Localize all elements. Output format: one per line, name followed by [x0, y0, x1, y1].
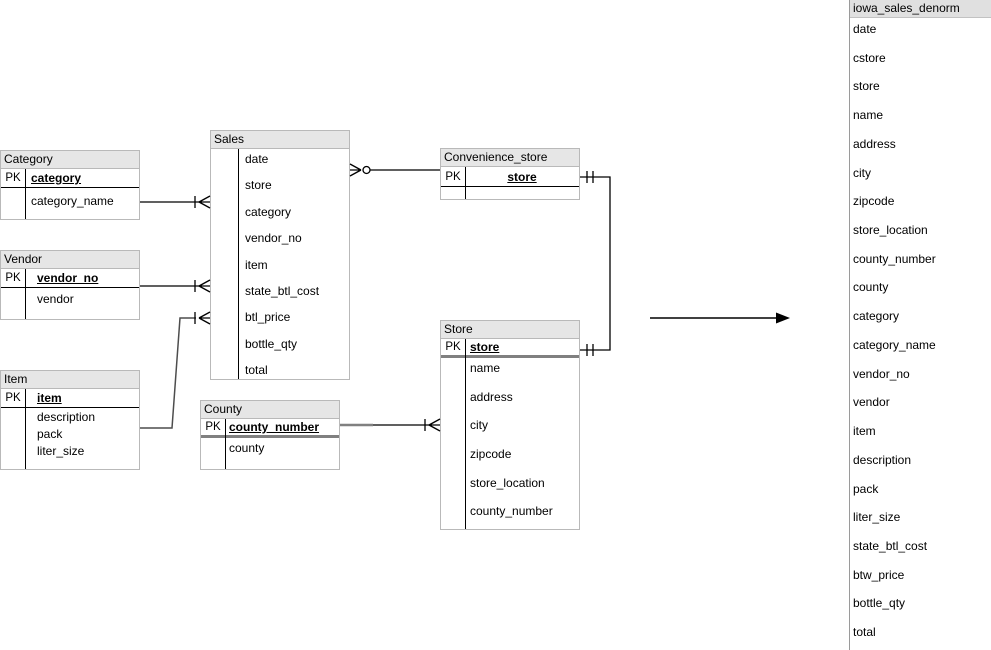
field-label: name	[853, 108, 884, 123]
table-store[interactable]: Store PK store name address city zipcode sto…	[440, 320, 580, 530]
table-title: Category	[1, 151, 139, 169]
pk-label: PK	[5, 172, 21, 184]
field-label: item	[245, 257, 268, 272]
field-label: county_number	[853, 251, 936, 266]
field-label: store	[853, 79, 880, 94]
pk-field: store	[470, 340, 500, 354]
field-label: city	[853, 165, 871, 180]
column-divider	[465, 167, 466, 199]
column-divider	[465, 339, 466, 529]
field-label: store_location	[470, 475, 545, 490]
field-list: date cstore store name address city zipcode sto…	[850, 18, 991, 650]
column-divider	[25, 389, 26, 469]
field-label: cstore	[853, 50, 886, 65]
table-title: County	[201, 401, 339, 419]
field-label: county	[229, 441, 265, 455]
pk-row: PK store	[441, 339, 579, 358]
field-label: bottle_qty	[245, 336, 298, 351]
field-label: city	[470, 418, 488, 433]
field-label: vendor	[853, 395, 890, 410]
table-convenience-store[interactable]: Convenience_store PK store	[440, 148, 580, 200]
pk-row: PK item	[1, 389, 139, 408]
field-label: liter_size	[853, 510, 901, 525]
field-label: address	[853, 136, 896, 151]
table-county[interactable]: County PK county_number county	[200, 400, 340, 470]
field-label: total	[853, 625, 876, 640]
pk-label: PK	[445, 170, 461, 183]
column-divider	[225, 419, 226, 469]
field-label: pack	[853, 481, 879, 496]
field-label: store	[245, 178, 272, 193]
pk-field: item	[37, 391, 62, 405]
table-vendor[interactable]: Vendor PK vendor_no vendor	[0, 250, 140, 320]
pk-label: PK	[445, 341, 461, 353]
field-list: category_name	[1, 188, 139, 212]
table-title: Convenience_store	[441, 149, 579, 167]
column-divider	[238, 149, 239, 379]
pk-field: category	[31, 171, 82, 185]
panel-iowa-sales-denorm[interactable]: iowa_sales_denorm date cstore store name add…	[849, 0, 991, 650]
field-label: vendor_no	[853, 366, 910, 381]
field-list: vendor	[1, 288, 139, 310]
field-label: store_location	[853, 223, 928, 238]
table-item[interactable]: Item PK item description pack liter_size	[0, 370, 140, 470]
column-divider	[25, 269, 26, 319]
pk-label: PK	[5, 392, 21, 404]
connector-county-store	[340, 418, 441, 432]
field-label: item	[853, 424, 876, 439]
field-label: date	[853, 22, 877, 36]
connector-vendor-sales	[140, 279, 211, 293]
field-label: state_btl_cost	[853, 538, 928, 553]
field-label: zipcode	[853, 194, 895, 209]
field-list: description pack liter_size	[1, 408, 139, 461]
table-category[interactable]: Category PK category category_name	[0, 150, 140, 220]
field-label: btl_price	[245, 310, 291, 325]
field-label: address	[470, 389, 513, 404]
field-label: vendor_no	[245, 231, 302, 246]
transform-arrow	[650, 312, 790, 324]
field-label: name	[470, 361, 501, 375]
pk-field: county_number	[229, 420, 320, 434]
panel-title: iowa_sales_denorm	[850, 0, 991, 18]
field-label: state_btl_cost	[245, 283, 320, 298]
pk-label: PK	[205, 421, 221, 433]
pk-row: PK store	[441, 167, 579, 187]
pk-row: PK vendor_no	[1, 269, 139, 288]
field-label: total	[245, 363, 268, 378]
field-label: bottle_qty	[853, 596, 906, 611]
field-label: zipcode	[470, 447, 512, 462]
field-label: county_number	[470, 504, 553, 519]
field-label: category_name	[31, 194, 114, 208]
column-divider	[25, 169, 26, 219]
field-label: btw_price	[853, 567, 905, 582]
field-label: category	[853, 309, 900, 324]
field-label: date	[245, 152, 269, 166]
field-label: description	[853, 452, 912, 467]
pk-label: PK	[5, 272, 21, 284]
pk-field: store	[507, 169, 537, 184]
field-label: vendor	[37, 292, 74, 306]
field-label: pack	[37, 427, 63, 441]
field-list: county	[201, 438, 339, 458]
table-title: Sales	[211, 131, 349, 149]
field-label: description	[37, 410, 96, 424]
table-title: Item	[1, 371, 139, 389]
field-label: category	[245, 204, 292, 219]
connector-convenience-store	[580, 171, 611, 356]
pk-field: vendor_no	[37, 271, 99, 285]
pk-row: PK category	[1, 169, 139, 188]
field-label: county	[853, 280, 889, 295]
field-label: liter_size	[37, 444, 85, 458]
field-label: category_name	[853, 337, 936, 352]
connector-category-sales	[140, 195, 211, 209]
table-title: Store	[441, 321, 579, 339]
connector-sales-convenience	[349, 163, 440, 177]
table-title: Vendor	[1, 251, 139, 269]
pk-row: PK county_number	[201, 419, 339, 438]
